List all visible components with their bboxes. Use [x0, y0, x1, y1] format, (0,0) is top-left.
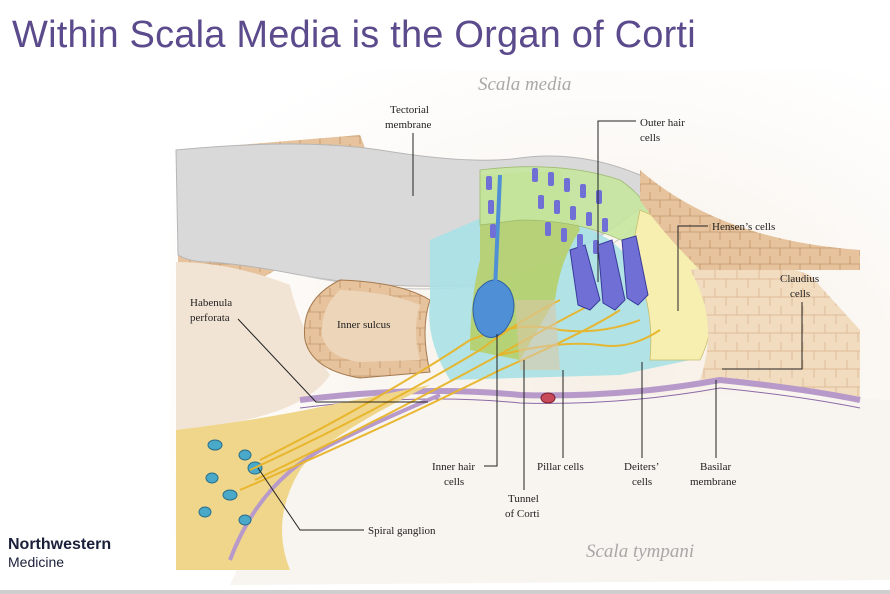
ganglion-cells — [198, 439, 263, 526]
claudius-cells-label-line2: cells — [790, 288, 810, 300]
habenula-perforata-label-line2: perforata — [190, 312, 230, 324]
slide-title: Within Scala Media is the Organ of Corti — [12, 14, 696, 56]
northwestern-medicine-logo: Northwestern Medicine — [8, 536, 112, 570]
cochlear-nerve — [176, 385, 430, 570]
outer-hair-cells-label-line2: cells — [640, 132, 660, 144]
claudius-cells-label-line1: Claudius — [780, 273, 819, 285]
spiral-ganglion-leader — [257, 467, 364, 531]
inner-hair-cells-label-line1: Inner hair — [432, 461, 475, 473]
tectorial-membrane-label-line1: Tectorial — [390, 104, 429, 116]
outer-hair-cells-label-line1: Outer hair — [640, 117, 685, 129]
tectorial-membrane-label-line2: membrane — [385, 119, 432, 131]
basilar-membrane-label-line1: Basilar — [700, 461, 731, 473]
pillar-cells-label: Pillar cells — [537, 461, 584, 473]
tunnel-of-corti — [515, 300, 560, 370]
logo-line1: Northwestern — [8, 536, 112, 553]
claudius-cells-leader — [722, 302, 803, 370]
slide-bottom-bar — [0, 590, 890, 594]
scala-tympani-label: Scala tympani — [586, 541, 694, 562]
outer-hair-cells — [569, 235, 649, 311]
hensens-cells-leader — [677, 225, 708, 311]
inner-hair-cells-leader — [484, 334, 498, 467]
hensens-cells-label: Hensen’s cells — [712, 221, 775, 233]
tunnel-of-corti-label-line2: of Corti — [505, 508, 540, 520]
inner-hair-cells-label-line2: cells — [444, 476, 464, 488]
deiters-cells-label-line1: Deiters’ — [624, 461, 659, 473]
spiral-ganglion-label: Spiral ganglion — [368, 525, 436, 537]
habenula-perforata-leader — [237, 318, 428, 403]
outer-hair-cells-leader — [597, 120, 636, 282]
basilar-vessel — [540, 392, 556, 404]
tunnel-of-corti-label-line1: Tunnel — [508, 493, 539, 505]
scala-media-label: Scala media — [478, 74, 571, 95]
logo-line2: Medicine — [8, 554, 65, 570]
basilar-membrane-label-line2: membrane — [690, 476, 737, 488]
claudius-cells — [690, 263, 860, 400]
deiters-cells-label-line2: cells — [632, 476, 652, 488]
inner-sulcus-label: Inner sulcus — [337, 319, 390, 331]
lower-limbus — [176, 262, 330, 430]
inner-hair-cell — [472, 279, 515, 338]
scala-tympani-space — [230, 394, 890, 585]
habenula-perforata-label-line1: Habenula — [190, 297, 232, 309]
